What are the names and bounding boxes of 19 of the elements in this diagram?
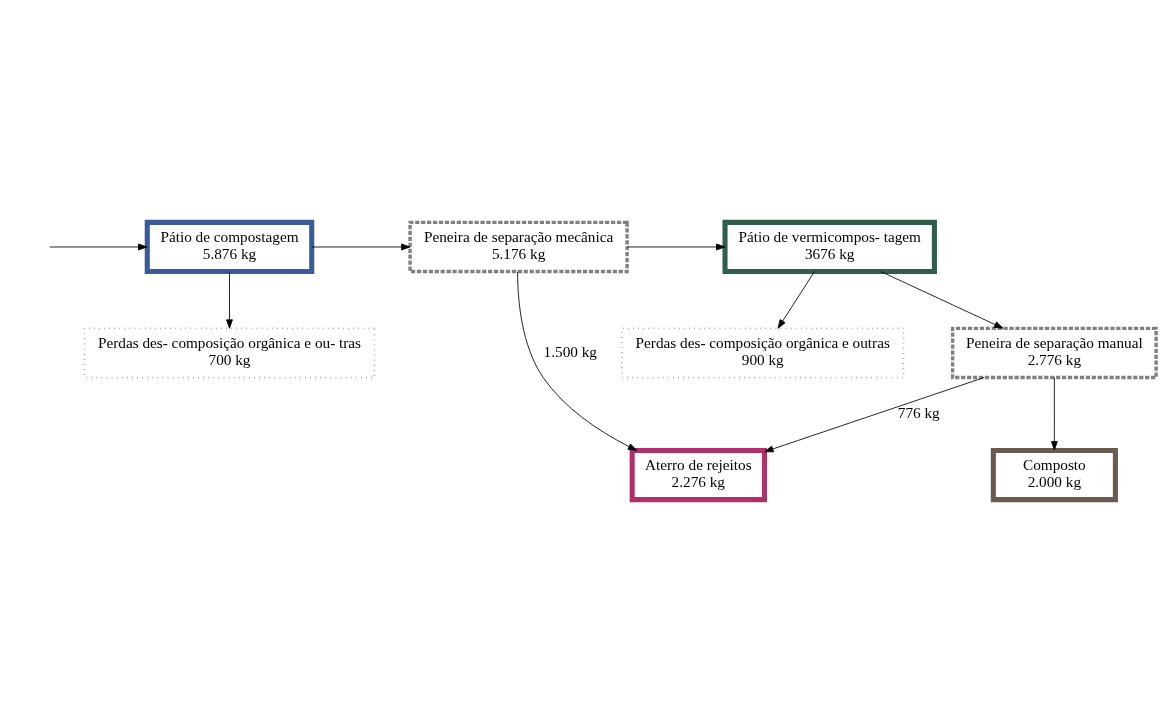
node-box: Pátio de vermicompos- tagem 3676 kg [722, 219, 937, 275]
arrow [517, 271, 638, 451]
arrow [1050, 377, 1058, 451]
node-box: Pátio de compostagem 5.876 kg [144, 219, 315, 275]
arrow [764, 377, 985, 453]
node-box: Peneira de separação manual 2.776 kg [950, 326, 1158, 380]
arrow [777, 271, 815, 329]
edge-label: 1.500 kg [543, 342, 597, 360]
node-box: Aterro de rejeitos 2.276 kg [629, 447, 767, 503]
arrow [626, 243, 726, 251]
arrow [880, 271, 1004, 329]
edge-label: 776 kg [897, 403, 940, 421]
arrow [311, 243, 411, 251]
arrow [226, 271, 233, 329]
node-box: Perdas des- composição orgânica e outras 900 kg [621, 327, 905, 379]
node-box: Composto 2.000 kg [990, 447, 1118, 503]
node-box: Peneira de separação mecânica 5.176 kg [408, 220, 629, 274]
node-box: Perdas des- composição orgânica e ou- tras 700 kg [83, 327, 376, 379]
arrow [49, 243, 148, 251]
